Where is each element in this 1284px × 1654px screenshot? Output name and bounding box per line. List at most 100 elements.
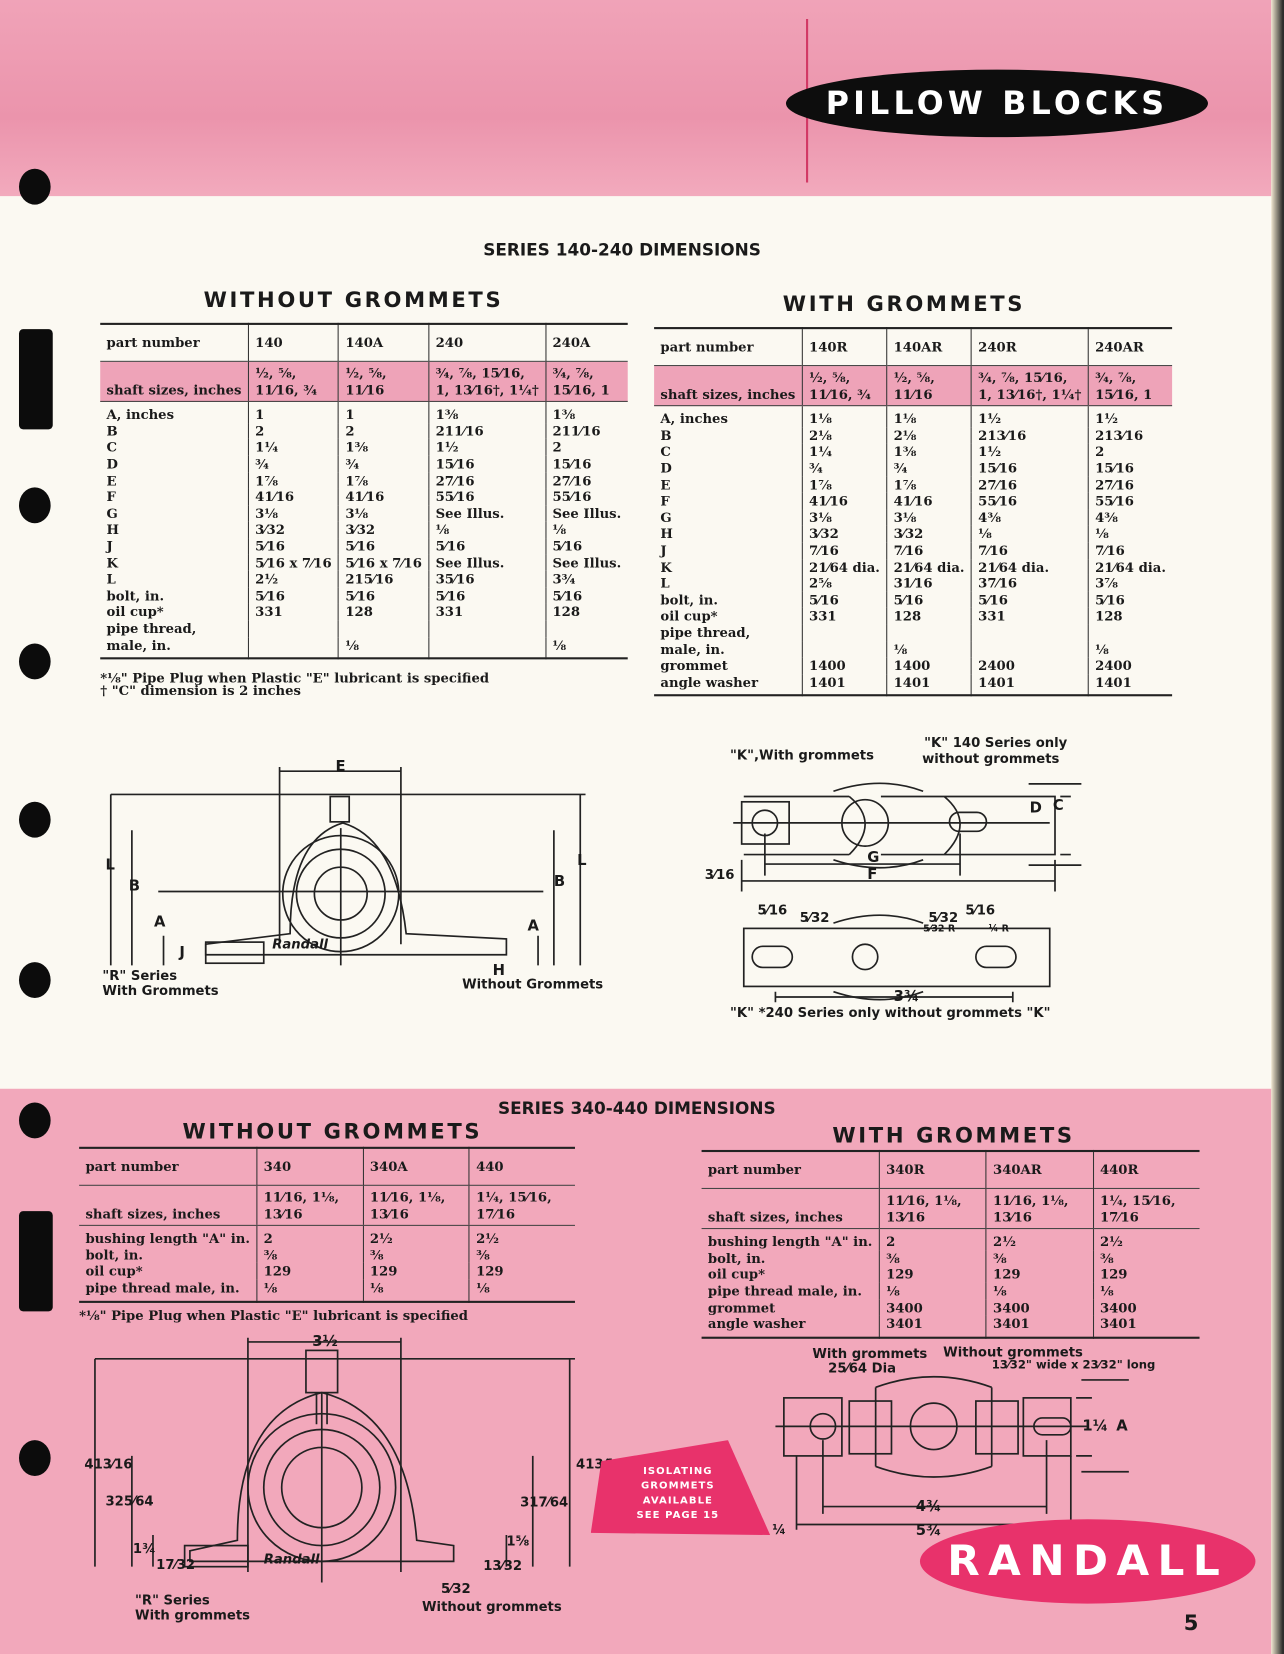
table-cell: 1¼	[247, 439, 339, 456]
dim-label-c: C	[1052, 797, 1064, 815]
table-cell: 2½	[362, 1225, 470, 1247]
table-cell: 240R	[970, 328, 1089, 366]
table-cell: 1⅞	[247, 472, 339, 489]
k-140-label: "K" 140 Series only	[924, 734, 1068, 751]
table-cell: 1⅛	[801, 405, 887, 428]
table-cell: 1⅛	[886, 405, 972, 428]
table-cell: ¾	[801, 459, 887, 477]
dim-label-b: B	[553, 873, 566, 891]
dim-label-offset: 3⁄16	[704, 866, 735, 882]
row-label: shaft sizes, inches	[100, 360, 249, 403]
table-cell: ⅛	[886, 640, 972, 658]
row-label: pipe thread male, in.	[707, 1282, 862, 1299]
binder-hole	[18, 1211, 53, 1312]
table-cell: 4⅜	[970, 509, 1089, 526]
row-label: bolt, in.	[707, 1249, 766, 1266]
dim-label: 13⁄32	[483, 1557, 523, 1574]
row-label: angle washer	[660, 673, 759, 690]
table-cell: 3⅛	[801, 509, 887, 526]
table-title: WITH GROMMETS	[782, 291, 1026, 317]
table-cell: ⅛	[970, 525, 1089, 543]
table-cell: ⅜	[256, 1246, 364, 1264]
table-cell: 2	[337, 422, 429, 440]
row-label: oil cup*	[106, 603, 164, 620]
table-cell: 1½	[970, 443, 1089, 460]
table-cell: ⅛	[545, 636, 628, 659]
row-label: shaft sizes, inches	[654, 365, 803, 407]
table-cell: 5⁄16	[1087, 591, 1173, 609]
table-cell: 5⁄16	[886, 591, 972, 609]
table-cell: 1	[247, 401, 339, 423]
footnote: *⅛" Pipe Plug when Plastic "E" lubricant…	[100, 669, 490, 686]
dim-label: 5⁄16	[757, 902, 788, 918]
table-cell: See Illus.	[545, 505, 628, 522]
radius-label: 5⁄32 R	[923, 924, 956, 935]
table-cell: 2	[878, 1228, 987, 1250]
table-cell: 129	[1092, 1266, 1200, 1283]
table-cell: 240A	[545, 323, 628, 362]
dim-label: 325⁄64	[105, 1492, 154, 1509]
row-label: oil cup*	[707, 1266, 766, 1283]
table-cell: 2½	[468, 1225, 575, 1247]
table-cell: 5⁄16	[337, 587, 429, 604]
row-label: C	[106, 439, 118, 456]
dim-label: 1¼	[1082, 1417, 1108, 1435]
table-cell: 5⁄16	[545, 537, 628, 555]
table-cell: ⅛	[428, 521, 546, 538]
slot-size-label: 13⁄32" wide x 23⁄32" long	[991, 1357, 1156, 1372]
table-cell: 1401	[801, 673, 887, 696]
table-cell: 3¾	[545, 570, 628, 588]
table-cell: 5⁄16	[247, 537, 339, 555]
row-label: grommet	[660, 657, 728, 674]
diagram-caption: Without grommets	[421, 1598, 562, 1615]
maker-mark: Randall	[272, 935, 329, 952]
table-cell: 3⁄32	[337, 521, 429, 538]
table-cell: 2	[545, 439, 628, 456]
section-title: SERIES 140-240 DIMENSIONS	[483, 239, 761, 260]
table-cell: 21⁄64 dia.	[1087, 558, 1173, 576]
table-cell: 5⁄16 x 7⁄16	[247, 554, 339, 571]
row-label: H	[106, 521, 120, 538]
dim-label: 5⁄16	[965, 902, 996, 918]
dim-label: 1⅝	[506, 1532, 530, 1549]
isolating-grommets-banner[interactable]	[590, 1440, 771, 1536]
table-cell: ⅛	[362, 1279, 470, 1302]
dim-label: 5¾	[915, 1522, 942, 1540]
table-cell: ⅜	[878, 1249, 987, 1267]
table-cell: 55⁄16	[428, 488, 546, 506]
table-cell: 1400	[886, 657, 972, 674]
front-view-diagram-340	[94, 1337, 575, 1583]
table-title: WITH GROMMETS	[832, 1122, 1075, 1148]
table-cell: 331	[801, 608, 887, 625]
table-cell: 3⅛	[886, 509, 972, 526]
table-cell	[428, 636, 546, 659]
table-cell: 7⁄16	[1087, 542, 1173, 559]
dim-label-dia: 25⁄64 Dia	[828, 1359, 897, 1376]
table-cell: ⅛	[1087, 525, 1173, 543]
dim-label-a: A	[527, 917, 539, 935]
row-label: C	[660, 443, 671, 460]
binder-hole	[18, 962, 51, 999]
table-cell: 15⁄16	[545, 455, 628, 473]
table-cell: 1¼, 15⁄16, 17⁄16	[1092, 1187, 1200, 1230]
row-label: part number	[85, 1158, 179, 1175]
table-cell: 2400	[1087, 657, 1173, 674]
table-cell: ⅛	[256, 1279, 364, 1302]
dim-label-l: L	[105, 856, 115, 874]
diagram-caption: Without grommets	[943, 1344, 1083, 1360]
table-cell: 3400	[878, 1299, 987, 1316]
table-cell	[1087, 624, 1173, 641]
table-cell: ¾, ⅞, 15⁄16, 1	[545, 360, 628, 403]
table-cell: 1⅞	[801, 476, 887, 493]
